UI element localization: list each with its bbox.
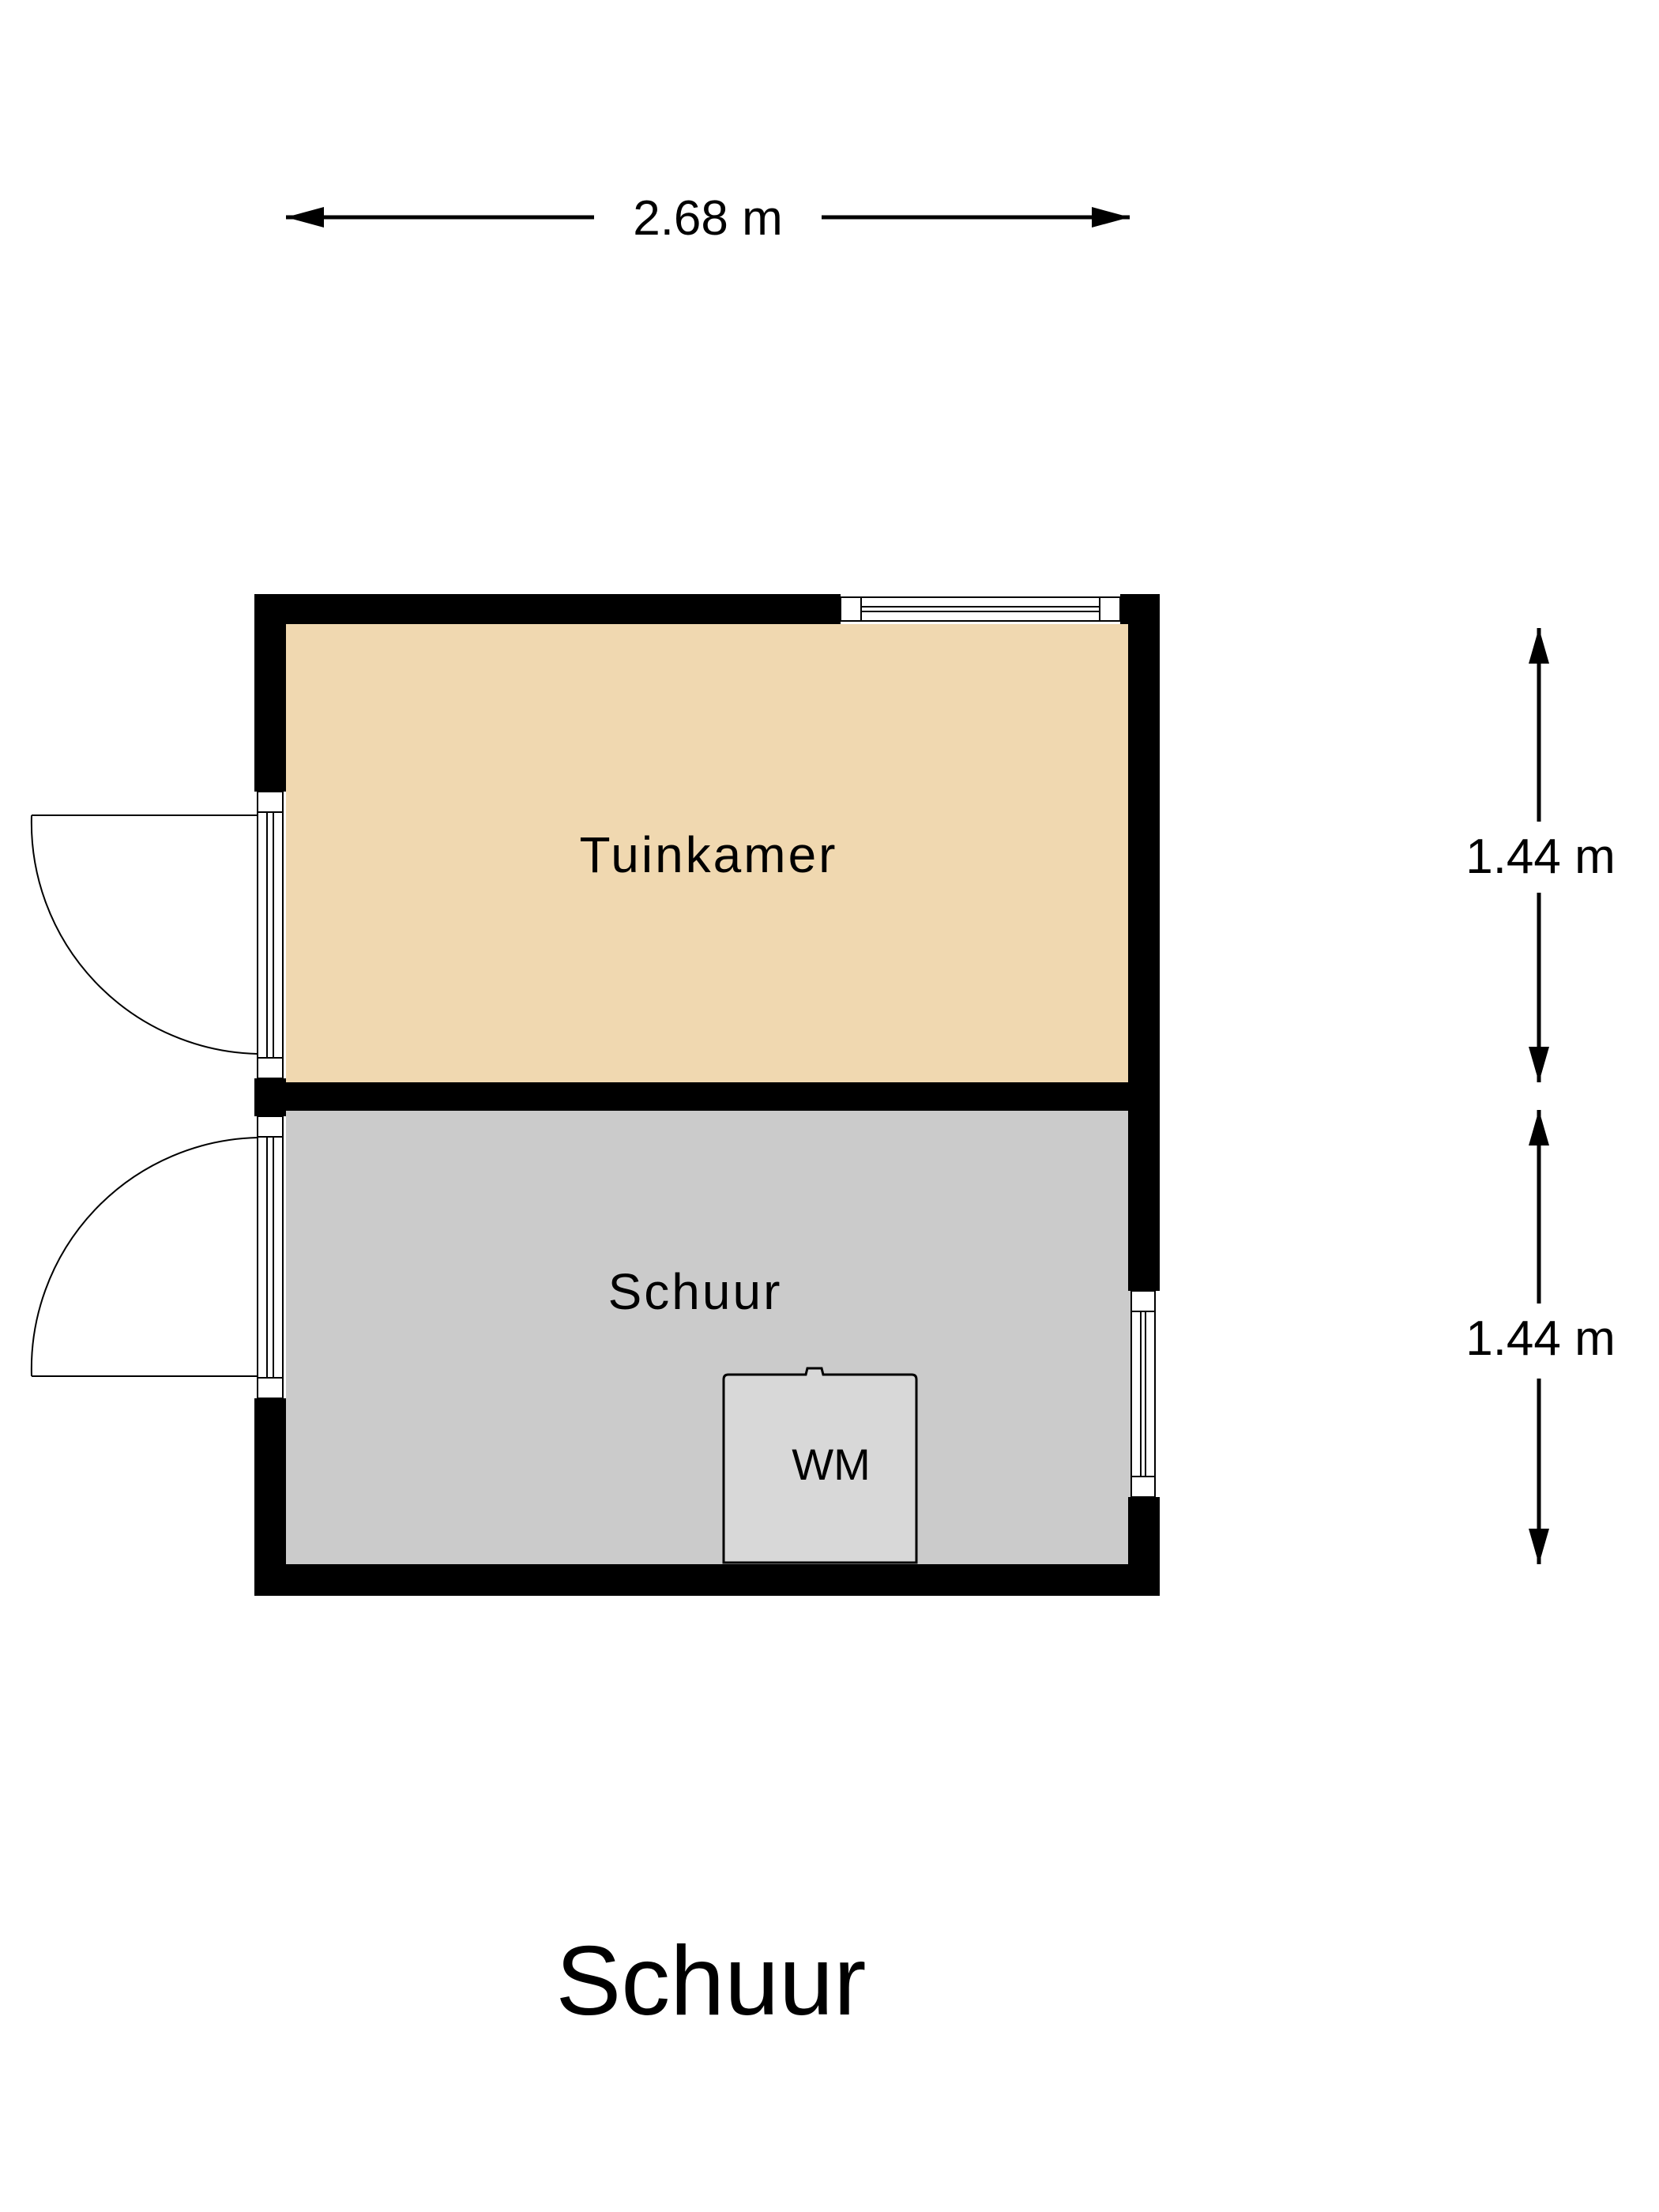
height-dimension-lower: 1.44 m — [1465, 1110, 1616, 1564]
washing-machine: WM — [722, 1367, 918, 1564]
room-schuur-floor — [286, 1111, 1131, 1564]
height-upper-arrow-top — [1529, 628, 1549, 664]
wall-bottom — [254, 1564, 1160, 1596]
door-schuur-swing — [30, 1137, 258, 1377]
door-tuinkamer — [30, 791, 284, 1079]
wall-right-upper — [1128, 594, 1160, 1291]
width-arrow-right — [1092, 207, 1130, 228]
width-dimension: 2.68 m — [286, 191, 1130, 246]
height-upper-arrow-bottom — [1529, 1047, 1549, 1082]
wall-top — [254, 594, 841, 624]
floor-title: Schuur — [556, 1927, 867, 2036]
window-top — [840, 596, 1121, 622]
width-dimension-label: 2.68 m — [633, 191, 783, 246]
wall-left-top — [254, 594, 286, 792]
height-lower-label: 1.44 m — [1465, 1311, 1616, 1366]
height-lower-arrow-bottom — [1529, 1529, 1549, 1564]
width-arrow-left — [286, 207, 324, 228]
height-dimension-upper: 1.44 m — [1465, 628, 1616, 1082]
washing-machine-label: WM — [792, 1439, 871, 1489]
door-tuinkamer-swing — [30, 814, 258, 1055]
room-schuur-label: Schuur — [608, 1263, 783, 1320]
door-schuur — [30, 1115, 284, 1399]
walls — [254, 594, 1160, 1596]
height-upper-label: 1.44 m — [1465, 830, 1616, 884]
wall-partition — [254, 1082, 1160, 1111]
height-lower-arrow-top — [1529, 1110, 1549, 1146]
window-right — [1130, 1290, 1156, 1498]
room-tuinkamer-floor — [286, 624, 1131, 1082]
room-tuinkamer-label: Tuinkamer — [580, 826, 838, 883]
wall-left-bottom — [254, 1398, 286, 1596]
